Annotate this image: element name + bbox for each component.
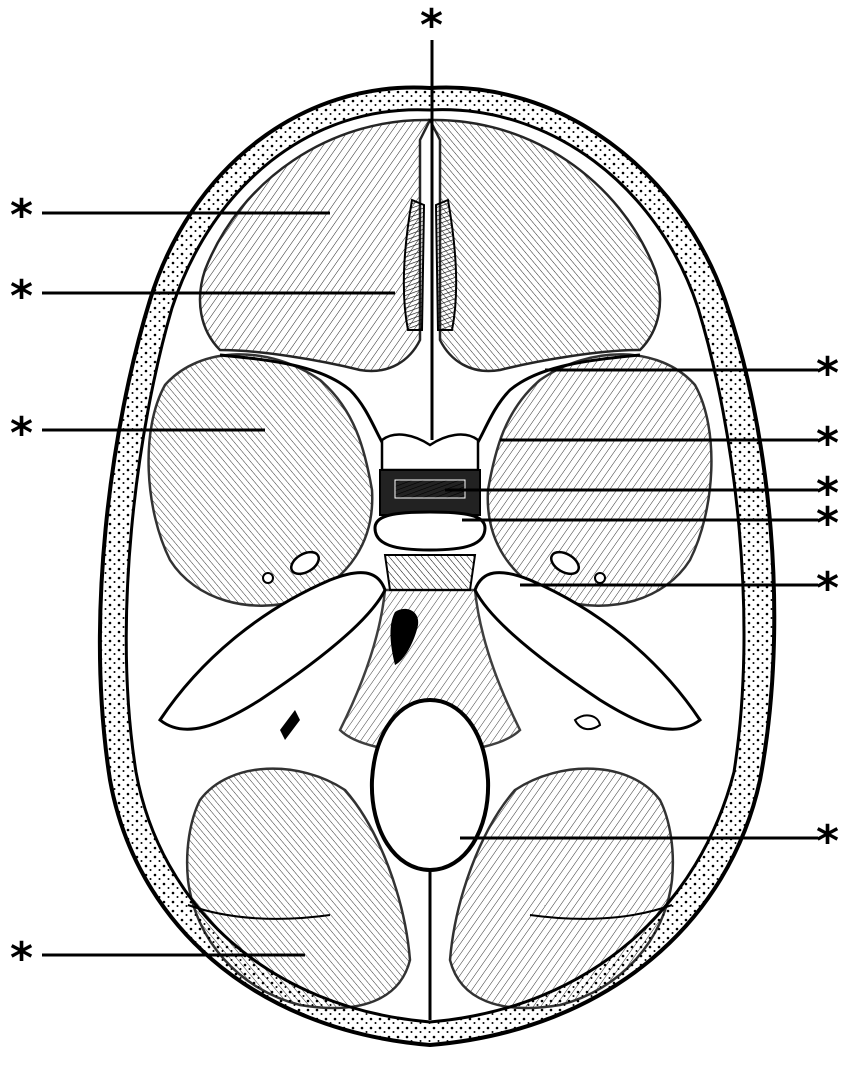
marker-right-5: * [816, 567, 839, 611]
marker-right-2: * [816, 422, 839, 466]
marker-left-3: * [10, 412, 33, 456]
foramen-magnum [372, 700, 488, 870]
marker-right-4: * [816, 502, 839, 546]
marker-top: * [420, 4, 443, 48]
sella-turcica [375, 435, 485, 590]
marker-left-2: * [10, 275, 33, 319]
marker-right-6: * [816, 820, 839, 864]
marker-left-1: * [10, 194, 33, 238]
marker-left-4: * [10, 937, 33, 981]
marker-right-1: * [816, 352, 839, 396]
